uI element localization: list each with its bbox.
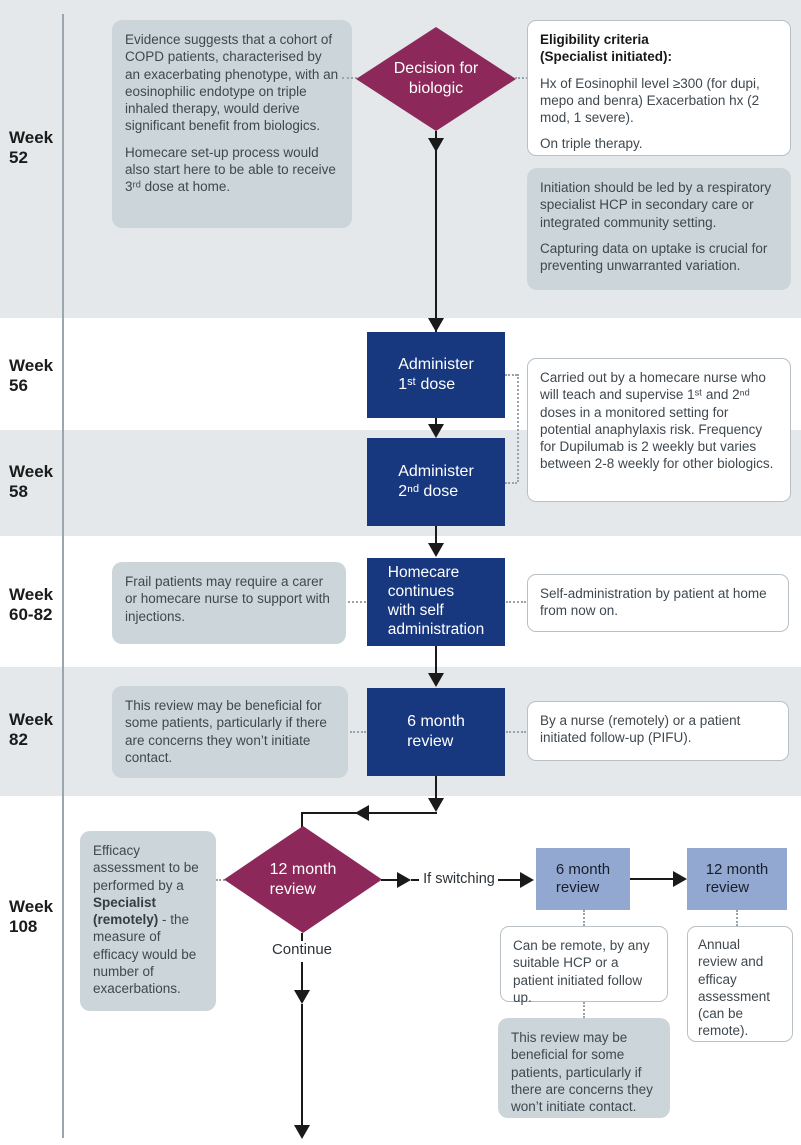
switch-six-month-review-box: 6 month review [536, 848, 630, 910]
arrowhead-down-icon [428, 318, 444, 332]
note-efficacy-p1c: - the measure of efficacy would be numbe… [93, 912, 197, 997]
connector-dose2-stub [505, 482, 517, 484]
loop-drop-line [301, 812, 303, 828]
connector-efficacy-to-diamond [216, 879, 225, 881]
note-frail-p1: Frail patients may require a carer or ho… [125, 574, 330, 624]
note-efficacy-p1a: Efficacy assessment to be performed by a [93, 843, 199, 893]
note-efficacy: Efficacy assessment to be performed by a… [80, 831, 216, 1011]
six-month-review-label: 6 month review [407, 713, 465, 750]
arrowhead-down-icon [428, 424, 444, 438]
arrowhead-right-icon [397, 872, 411, 888]
connector-doses-bracket [517, 374, 519, 482]
six-month-review-box: 6 month review [367, 688, 505, 776]
callout-annual-review-p1: Annual review and efficay assessment (ca… [698, 937, 771, 1039]
branch-line-1 [381, 879, 397, 881]
twelve-month-review-diamond-label: 12 month review [269, 860, 337, 898]
branch-line-3 [498, 879, 520, 881]
arrow-line-decision-to-dose1 [435, 131, 437, 332]
connector-homecare-to-selfadmin [506, 601, 526, 603]
branch-line-2 [411, 879, 419, 881]
callout-homecare-nurse-p1: Carried out by a homecare nurse who will… [540, 370, 774, 472]
homecare-continues-box: Homecare continues with self administrat… [367, 558, 505, 646]
callout-nurse-pifu: By a nurse (remotely) or a patient initi… [527, 701, 789, 761]
callout-annual-review: Annual review and efficay assessment (ca… [687, 926, 793, 1042]
callout-self-admin: Self-administration by patient at home f… [527, 574, 789, 632]
week-label-52: Week 52 [9, 128, 54, 168]
note-review-benefit-2: This review may be beneficial for some p… [498, 1018, 670, 1118]
branch-line-4 [630, 878, 673, 880]
continue-line-2 [301, 962, 303, 991]
week-label-108: Week 108 [9, 897, 54, 937]
switch-twelve-month-review-box: 12 month review [687, 848, 787, 910]
arrowhead-right-icon [673, 871, 687, 887]
connector-decision-to-eligibility [515, 77, 528, 79]
note-review-benefit-p1: This review may be beneficial for some p… [125, 698, 327, 765]
arrowhead-right-icon [520, 872, 534, 888]
continue-line-3 [301, 1004, 303, 1125]
switch-twelve-month-review-label: 12 month review [705, 861, 769, 896]
callout-homecare-nurse: Carried out by a homecare nurse who will… [527, 358, 791, 502]
note-evidence-p1: Evidence suggests that a cohort of COPD … [125, 32, 339, 134]
arrow-line-homecare-to-review6 [435, 646, 437, 675]
continue-line-1 [301, 933, 303, 941]
eligibility-title: Eligibility criteria (Specialist initiat… [540, 32, 673, 65]
administer-2nd-dose-label: Administer 2ⁿᵈ dose [398, 463, 474, 500]
arrow-line-review6-to-loop [435, 776, 437, 802]
note-evidence: Evidence suggests that a cohort of COPD … [112, 20, 352, 228]
callout-eligibility: Eligibility criteria (Specialist initiat… [527, 20, 791, 156]
continue-label: Continue [264, 941, 340, 958]
connector-dose1-stub [505, 374, 517, 376]
arrow-line-dose1-to-dose2 [435, 418, 437, 428]
note-initiation: Initiation should be led by a respirator… [527, 168, 791, 290]
loop-horizontal-line [302, 812, 437, 814]
arrowhead-down-icon [428, 138, 444, 152]
note-review-benefit: This review may be beneficial for some p… [112, 686, 348, 778]
arrowhead-down-icon [294, 990, 310, 1004]
timeline-separator-line [62, 14, 64, 1138]
callout-remote-hcp: Can be remote, by any suitable HCP or a … [500, 926, 668, 1005]
note-frail: Frail patients may require a carer or ho… [112, 562, 346, 644]
decision-diamond-label: Decision for biologic [393, 60, 479, 97]
administer-1st-dose-label: Administer 1ˢᵗ dose [398, 356, 474, 393]
note-review-benefit-2-p1: This review may be beneficial for some p… [511, 1030, 653, 1115]
note-efficacy-specialist: Specialist (remotely) [93, 894, 159, 928]
arrowhead-left-icon [355, 805, 369, 821]
callout-remote-hcp-p1: Can be remote, by any suitable HCP or a … [513, 938, 650, 1005]
connector-switch12-to-annual [736, 910, 738, 926]
switch-six-month-review-label: 6 month review [555, 861, 611, 896]
callout-self-admin-p1: Self-administration by patient at home f… [540, 586, 767, 619]
week-label-82: Week 82 [9, 710, 54, 750]
connector-remote-to-benefit2 [583, 1002, 585, 1018]
note-initiation-p1: Initiation should be led by a respirator… [540, 180, 772, 230]
if-switching-label: If switching [423, 871, 495, 887]
connector-benefit-to-review6 [350, 731, 366, 733]
week-label-56: Week 56 [9, 356, 54, 396]
callout-nurse-pifu-p1: By a nurse (remotely) or a patient initi… [540, 713, 741, 746]
connector-review6-to-pifu [506, 731, 526, 733]
arrowhead-down-icon [428, 543, 444, 557]
arrow-line-dose2-to-homecare [435, 526, 437, 546]
week-label-58: Week 58 [9, 462, 54, 502]
eligibility-p2: On triple therapy. [540, 136, 643, 152]
arrowhead-down-icon [294, 1125, 310, 1139]
administer-2nd-dose-box: Administer 2ⁿᵈ dose [367, 438, 505, 526]
arrowhead-down-icon [428, 798, 444, 812]
week-label-60-82: Week 60-82 [9, 585, 54, 625]
note-initiation-p2: Capturing data on uptake is crucial for … [540, 240, 768, 274]
connector-evidence-to-decision [342, 77, 357, 79]
administer-1st-dose-box: Administer 1ˢᵗ dose [367, 332, 505, 418]
connector-switch6-to-remote [583, 910, 585, 926]
note-evidence-p2: Homecare set-up process would also start… [125, 144, 336, 195]
arrowhead-down-icon [428, 673, 444, 687]
homecare-continues-label: Homecare continues with self administrat… [387, 564, 485, 638]
connector-frail-to-homecare [348, 601, 366, 603]
eligibility-p1: Hx of Eosinophil level ≥300 (for dupi, m… [540, 75, 760, 126]
